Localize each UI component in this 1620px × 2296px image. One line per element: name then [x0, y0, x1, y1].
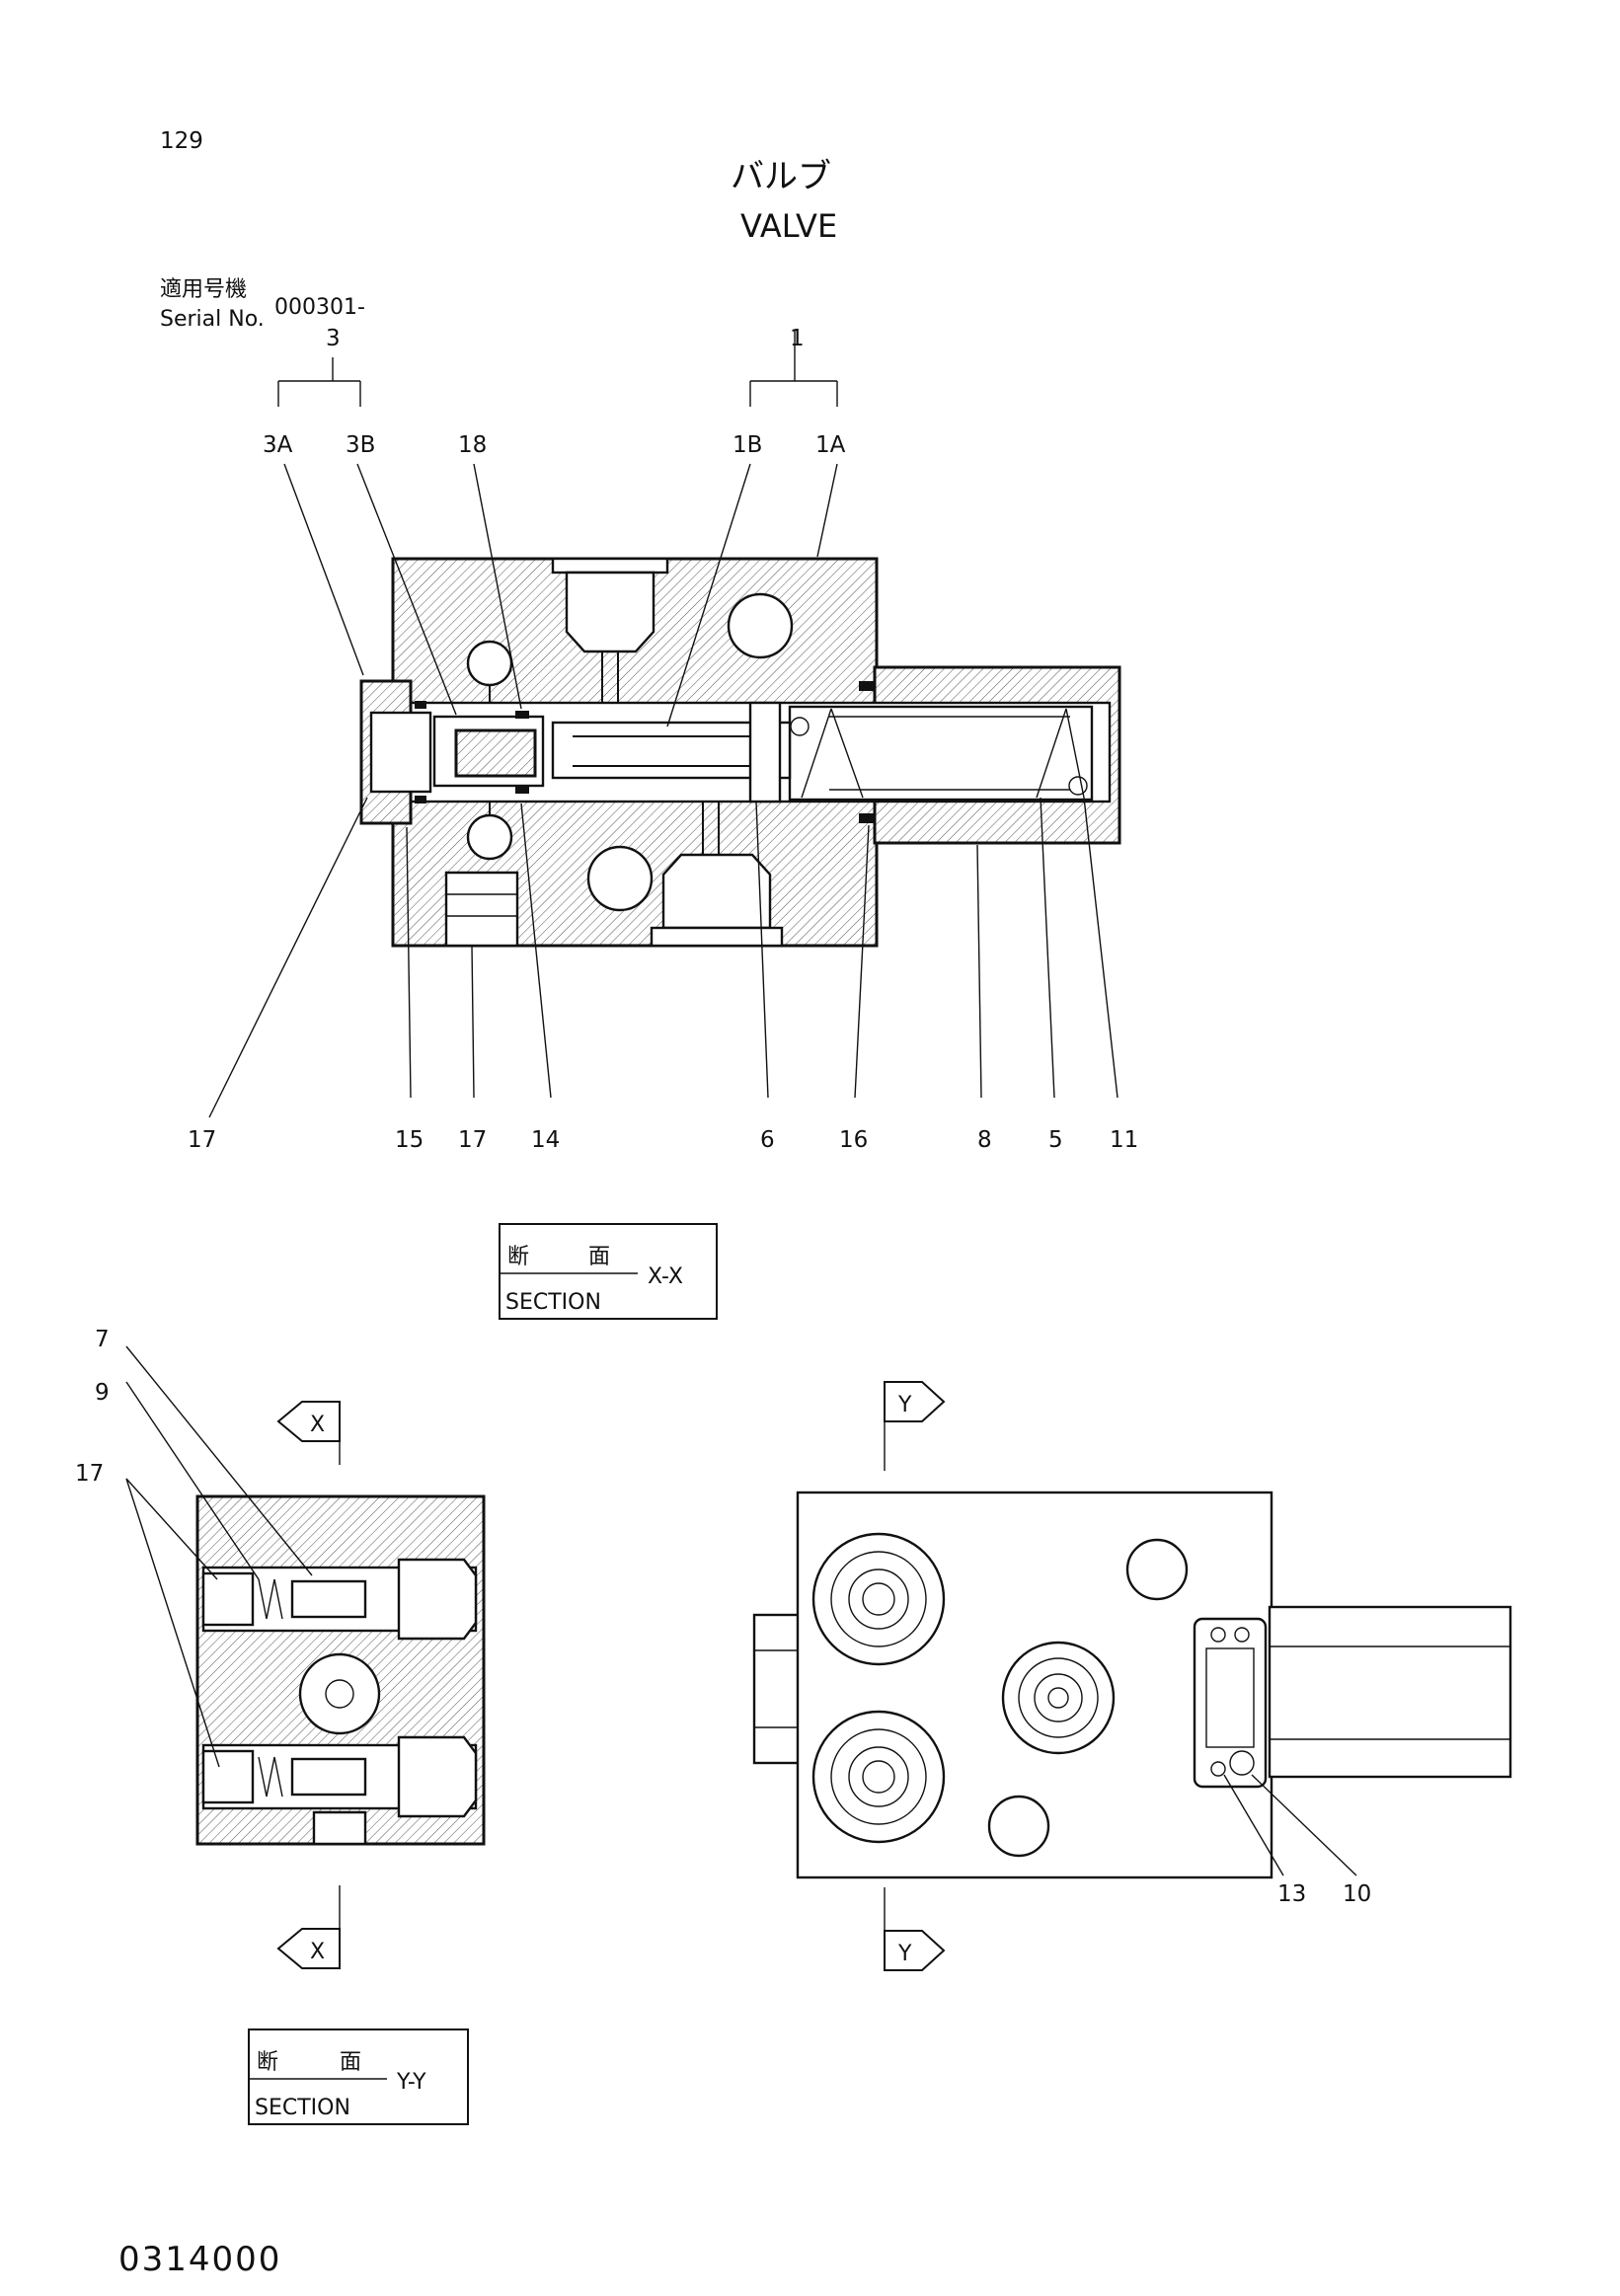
callout-3a: 3A — [263, 432, 293, 458]
callout-1: 1 — [790, 326, 805, 351]
leader-lines-yy — [125, 1345, 313, 1768]
title-english: VALVE — [740, 207, 837, 245]
section-label-xx: 断 面 SECTION X-X — [499, 1223, 718, 1320]
callouts-bottom-row: 17 15 17 14 6 16 8 5 11 — [188, 1127, 1138, 1153]
valve-external-view-drawing — [752, 1491, 1512, 1879]
svg-text:X: X — [310, 1413, 325, 1437]
section-label-yy: 断 面 SECTION Y-Y — [248, 2028, 469, 2125]
callout-9: 9 — [95, 1380, 110, 1406]
callout-13: 13 — [1277, 1881, 1306, 1907]
svg-text:Y-Y: Y-Y — [396, 2070, 426, 2095]
callout-17-xsec: 17 — [75, 1461, 104, 1487]
callout-1a: 1A — [815, 432, 846, 458]
arrow-x-top: X — [276, 1401, 341, 1465]
svg-text:面: 面 — [588, 1245, 610, 1269]
svg-text:断: 断 — [507, 1245, 529, 1269]
serial-label-jp: 適用号機 — [160, 277, 247, 302]
callout-17a: 17 — [188, 1127, 216, 1153]
serial-value: 000301- — [274, 295, 365, 320]
svg-text:Y: Y — [897, 1942, 912, 1966]
svg-text:X: X — [310, 1940, 325, 1964]
drawing-code: 0314000 — [118, 2240, 281, 2279]
leader-lines-external — [1223, 1774, 1357, 1876]
callout-6: 6 — [760, 1127, 775, 1153]
page-number: 129 — [160, 128, 203, 154]
callout-18: 18 — [458, 432, 487, 458]
valve-section-yy-drawing — [195, 1494, 486, 1846]
arrow-x-bottom: X — [276, 1885, 341, 1969]
valve-section-xx-drawing — [359, 557, 1121, 948]
svg-text:断: 断 — [257, 2050, 278, 2075]
callout-5: 5 — [1048, 1127, 1063, 1153]
leader-lines-top — [208, 463, 1119, 1118]
callout-14: 14 — [531, 1127, 560, 1153]
bracket-1 — [749, 331, 838, 407]
callout-1b: 1B — [733, 432, 762, 458]
callout-17b: 17 — [458, 1127, 487, 1153]
callout-16: 16 — [839, 1127, 868, 1153]
callout-3b: 3B — [346, 432, 375, 458]
svg-text:SECTION: SECTION — [255, 2096, 350, 2120]
arrow-y-bottom: Y — [884, 1887, 946, 1971]
svg-text:Y: Y — [897, 1393, 912, 1417]
bracket-3 — [277, 357, 361, 407]
callout-15: 15 — [395, 1127, 424, 1153]
callout-7: 7 — [95, 1327, 110, 1352]
svg-text:X-X: X-X — [648, 1264, 683, 1289]
title-japanese: バルブ — [731, 157, 831, 196]
callout-3: 3 — [326, 326, 341, 351]
serial-label-en: Serial No. — [160, 307, 265, 332]
callout-8: 8 — [977, 1127, 992, 1153]
callout-10: 10 — [1343, 1881, 1371, 1907]
arrow-y-top: Y — [884, 1381, 946, 1471]
svg-text:SECTION: SECTION — [505, 1290, 601, 1315]
svg-text:面: 面 — [340, 2050, 361, 2075]
callout-11: 11 — [1110, 1127, 1138, 1153]
